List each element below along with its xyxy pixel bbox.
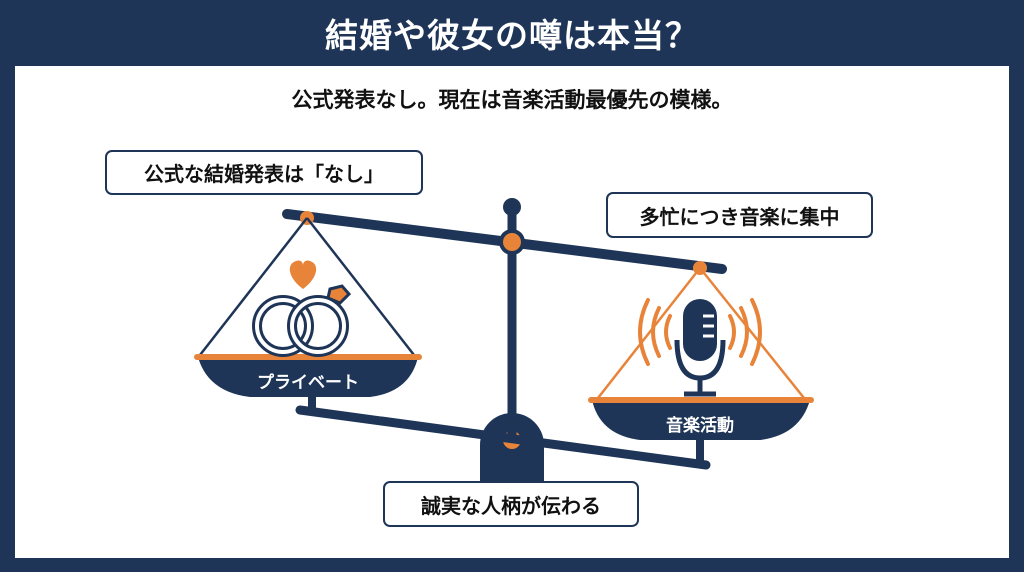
subtitle: 公式発表なし。現在は音楽活動最優先の模様。	[291, 88, 733, 112]
pan-label-music: 音楽活動	[666, 416, 734, 436]
lower-beam	[295, 405, 711, 470]
left-pan	[194, 211, 422, 412]
pillar-top-knob	[503, 198, 521, 216]
microphone-icon	[674, 299, 726, 397]
callout-focus-on-music: 多忙につき音楽に集中	[606, 192, 873, 238]
pan-label-private: プライベート	[257, 373, 359, 393]
callout-sincere-personality: 誠実な人柄が伝わる	[383, 481, 639, 527]
beam-pivot	[503, 233, 521, 251]
callout-no-marriage-announcement: 公式な結婚発表は「なし」	[105, 150, 423, 195]
heart-icon	[289, 260, 317, 289]
page-title: 結婚や彼女の噂は本当？	[325, 16, 699, 55]
sound-waves-icon	[638, 298, 762, 366]
right-pan	[588, 261, 814, 462]
wedding-rings-icon	[252, 284, 352, 357]
